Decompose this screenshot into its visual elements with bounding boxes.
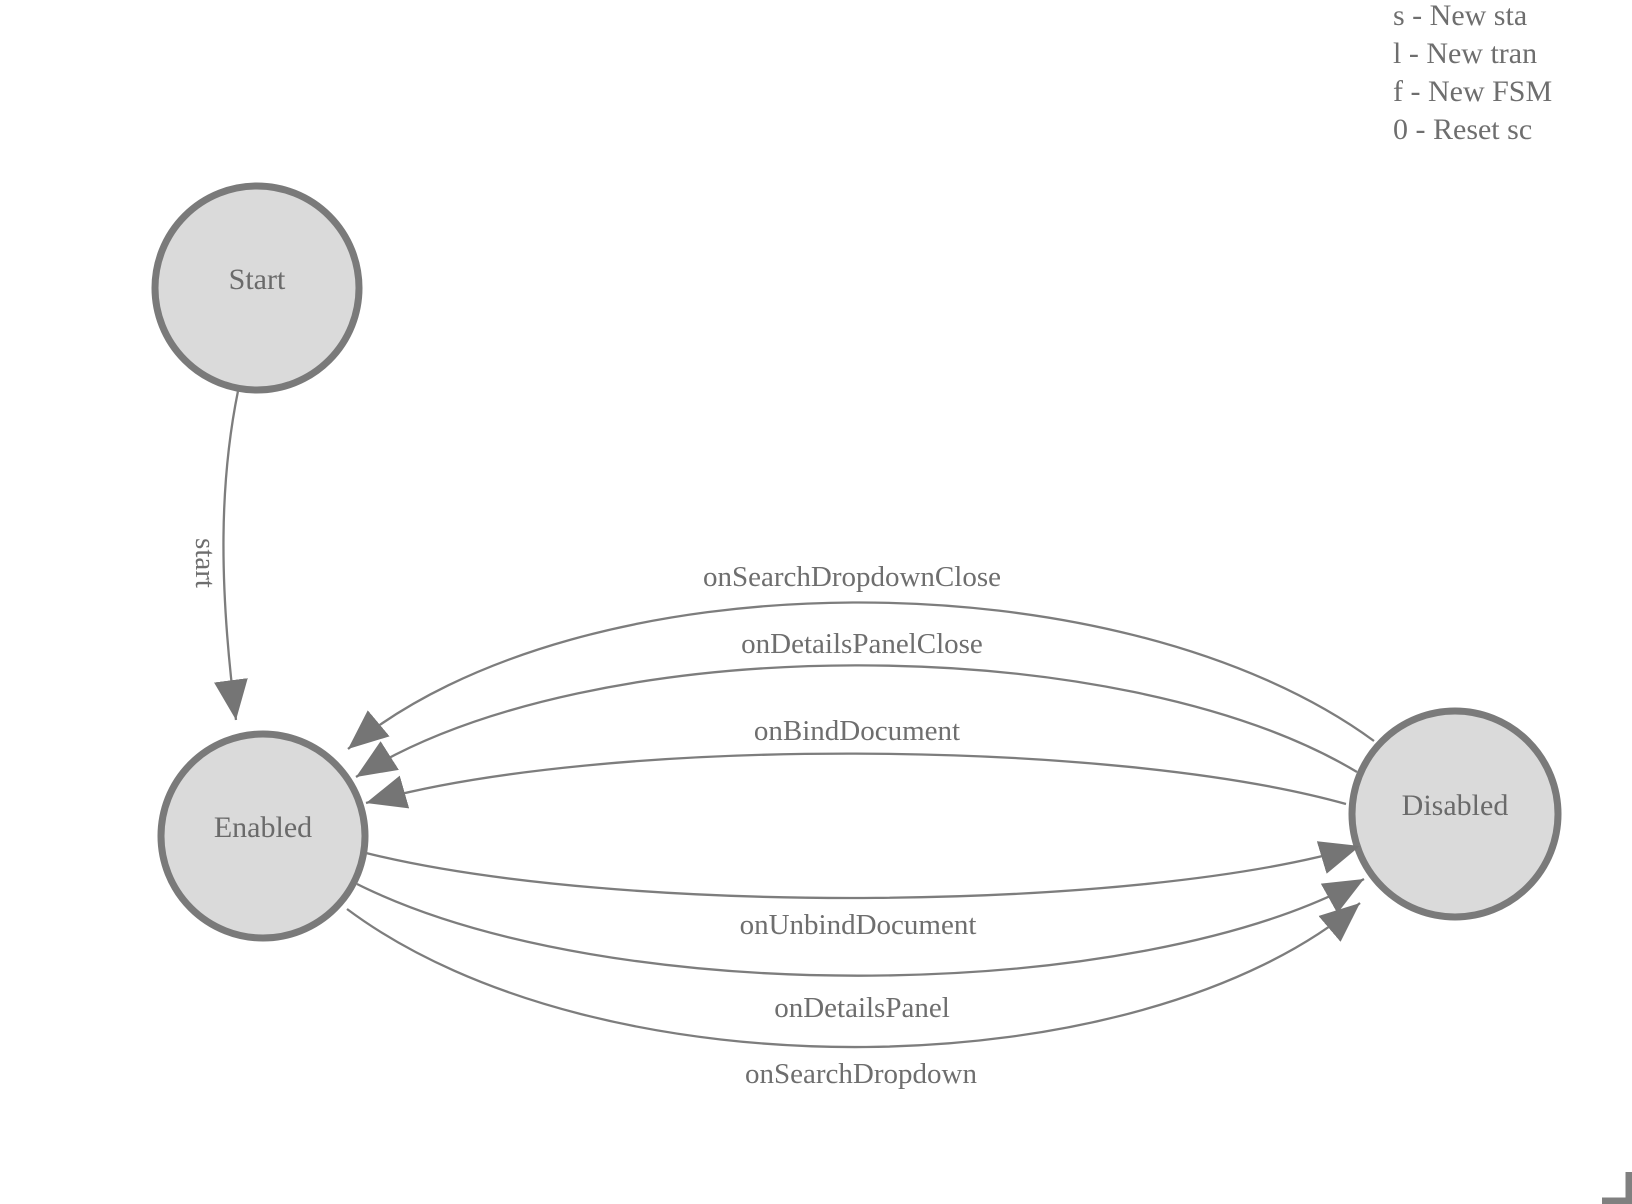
offscreen-element-corner [1602, 1172, 1632, 1204]
node-start[interactable]: Start [151, 182, 363, 394]
edge-onsearchdropdownclose[interactable] [347, 601, 1375, 750]
edge-onsearchdropdown[interactable] [346, 902, 1361, 1049]
node-enabled-label: Enabled [214, 811, 312, 844]
legend-line-new-fsm: f - New FSM [1393, 75, 1553, 108]
edge-label-onsearchdropdownclose: onSearchDropdownClose [703, 561, 1001, 593]
node-start-circle[interactable] [151, 182, 363, 394]
edge-ondetailspanel[interactable] [356, 877, 1365, 977]
edge-label-ondetailspanelclose: onDetailsPanelClose [741, 628, 983, 660]
legend-line-new-transition: l - New tran [1393, 37, 1538, 70]
node-enabled[interactable]: Enabled [157, 730, 369, 942]
edge-onbinddocument[interactable] [365, 752, 1347, 809]
shortcut-legend: s - New sta l - New tran f - New FSM 0 -… [1393, 0, 1632, 149]
edge-onunbinddocument[interactable] [365, 841, 1361, 900]
edge-start-to-enabled[interactable] [214, 390, 248, 721]
edge-label-ondetailspanel: onDetailsPanel [774, 992, 950, 1024]
edge-ondetailspanelclose[interactable] [355, 664, 1358, 778]
edge-label-onunbinddocument: onUnbindDocument [740, 909, 977, 941]
legend-line-reset: 0 - Reset sc [1393, 113, 1533, 146]
node-enabled-circle[interactable] [157, 730, 369, 942]
node-disabled[interactable]: Disabled [1348, 707, 1562, 921]
node-disabled-label: Disabled [1402, 789, 1509, 822]
edge-label-onbinddocument: onBindDocument [754, 715, 960, 747]
node-start-label: Start [229, 263, 286, 296]
node-disabled-circle[interactable] [1348, 707, 1562, 921]
edge-label-start: start [189, 538, 221, 588]
legend-line-new-state: s - New sta [1393, 0, 1528, 32]
edge-label-onsearchdropdown: onSearchDropdown [745, 1058, 977, 1090]
